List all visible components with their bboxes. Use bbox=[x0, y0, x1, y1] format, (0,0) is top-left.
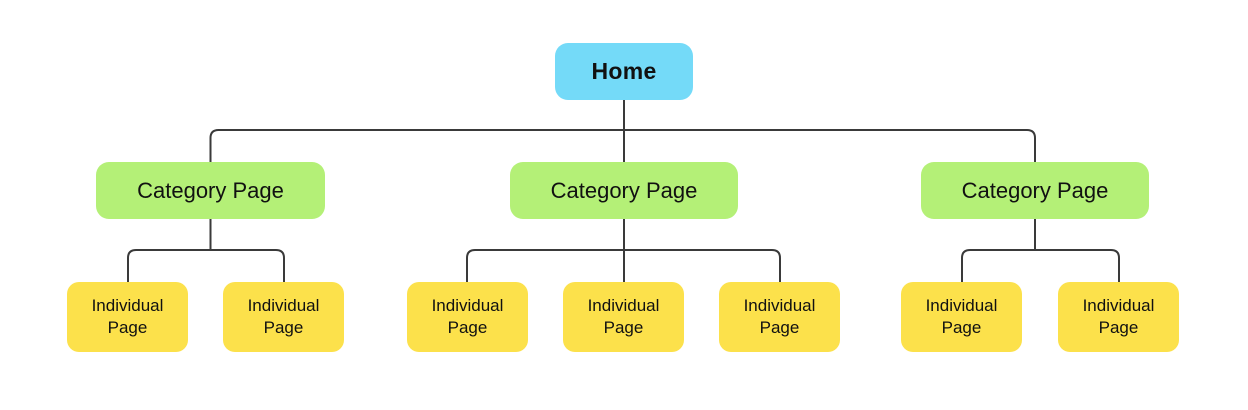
node-individual-2-3[interactable]: Individual Page bbox=[719, 282, 840, 352]
node-individual-3-1-label: Individual Page bbox=[925, 295, 998, 337]
node-individual-2-1-label: Individual Page bbox=[431, 295, 504, 337]
connector-cat2-bar bbox=[466, 249, 781, 282]
node-individual-1-2-label: Individual Page bbox=[247, 295, 320, 337]
node-individual-2-2[interactable]: Individual Page bbox=[563, 282, 684, 352]
connector-cat1-bar bbox=[127, 249, 285, 282]
node-category-3[interactable]: Category Page bbox=[921, 162, 1149, 219]
node-individual-1-1-label: Individual Page bbox=[91, 295, 164, 337]
node-category-2-label: Category Page bbox=[550, 177, 698, 203]
node-category-1-label: Category Page bbox=[137, 177, 284, 203]
node-individual-1-2[interactable]: Individual Page bbox=[223, 282, 344, 352]
node-individual-1-1[interactable]: Individual Page bbox=[67, 282, 188, 352]
node-individual-2-1[interactable]: Individual Page bbox=[407, 282, 528, 352]
connector-home-bar bbox=[209, 129, 1036, 162]
node-individual-3-2[interactable]: Individual Page bbox=[1058, 282, 1179, 352]
node-individual-3-1[interactable]: Individual Page bbox=[901, 282, 1022, 352]
node-individual-2-3-label: Individual Page bbox=[743, 295, 816, 337]
node-individual-2-2-label: Individual Page bbox=[587, 295, 660, 337]
node-individual-3-2-label: Individual Page bbox=[1082, 295, 1155, 337]
node-category-3-label: Category Page bbox=[961, 177, 1109, 203]
connector-cat3-bar bbox=[961, 249, 1120, 282]
node-category-2[interactable]: Category Page bbox=[510, 162, 738, 219]
node-home-label: Home bbox=[591, 58, 657, 84]
node-home[interactable]: Home bbox=[555, 43, 693, 100]
node-category-1[interactable]: Category Page bbox=[96, 162, 325, 219]
